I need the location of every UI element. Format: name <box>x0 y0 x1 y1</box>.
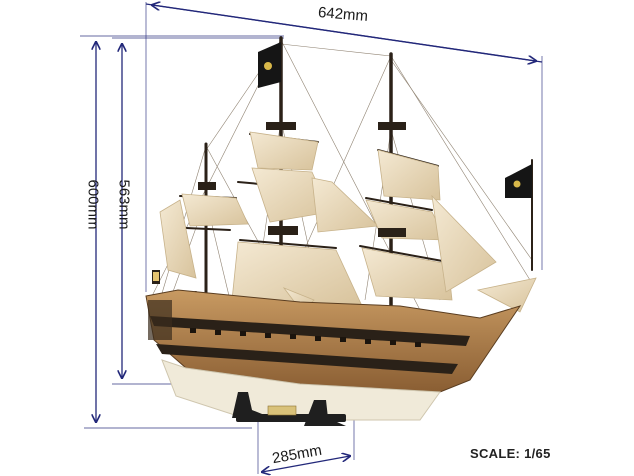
dimension-height-total <box>80 35 284 429</box>
jolly-roger-flag-icon <box>258 42 532 198</box>
dimension-width <box>145 2 543 292</box>
sails <box>159 131 537 313</box>
gun-ports <box>190 328 421 347</box>
display-stand <box>232 392 346 426</box>
hull-height-label: 563mm <box>115 179 133 230</box>
scale-label: SCALE: 1/65 <box>470 446 551 461</box>
hull <box>145 289 522 421</box>
stern-lantern <box>152 270 160 284</box>
dimension-height-hull <box>112 37 284 385</box>
total-height-label: 600mm <box>84 179 102 230</box>
mast-tops <box>198 122 406 237</box>
